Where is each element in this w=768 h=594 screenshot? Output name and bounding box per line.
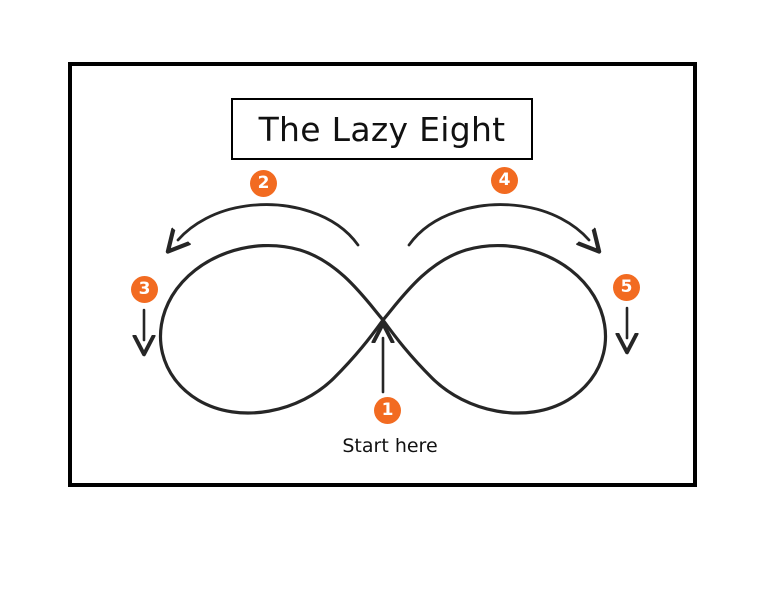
start-here-caption: Start here	[342, 435, 438, 457]
step-marker-2-label: 2	[257, 172, 270, 193]
page-title: The Lazy Eight	[258, 109, 506, 149]
step-marker-4-label: 4	[498, 169, 511, 190]
step-marker-5: 5	[613, 274, 640, 301]
step-marker-3-label: 3	[138, 278, 151, 299]
title-box: The Lazy Eight	[231, 98, 533, 160]
step-marker-4: 4	[491, 167, 518, 194]
step-marker-1-label: 1	[381, 399, 394, 420]
step-marker-3: 3	[131, 276, 158, 303]
step-marker-1: 1	[374, 397, 401, 424]
step-marker-5-label: 5	[620, 276, 633, 297]
step-marker-2: 2	[250, 170, 277, 197]
